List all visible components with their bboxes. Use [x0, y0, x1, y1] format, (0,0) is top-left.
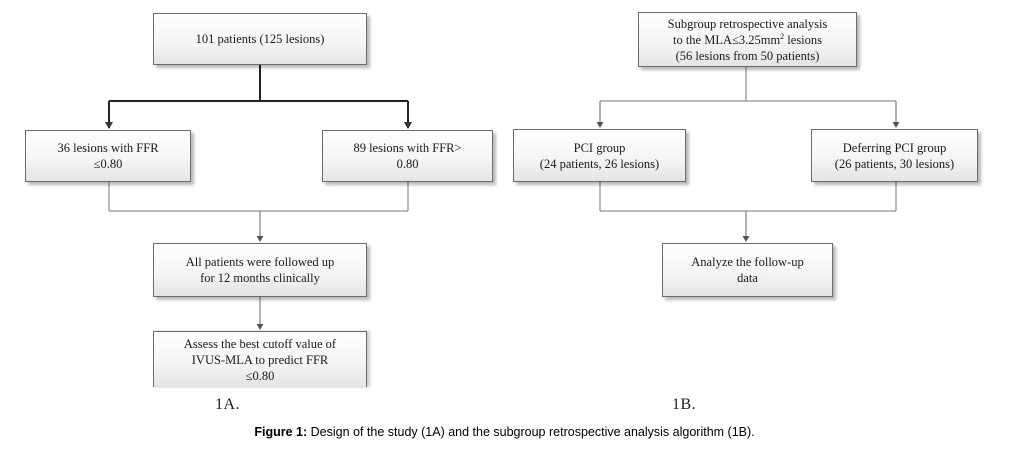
box-b-deferring-line2: (26 patients, 30 lesions): [834, 156, 955, 171]
box-a-ffr-low-line2: ≤0.80: [93, 157, 123, 171]
box-a-assess-line2: IVUS-MLA to predict FFR: [191, 352, 329, 367]
box-a-patients-total: 101 patients (125 lesions): [153, 13, 367, 65]
box-a-ffr-high-line2: 0.80: [396, 157, 419, 171]
box-a-patients-total-text: 101 patients (125 lesions): [195, 32, 325, 46]
figure-caption-prefix: Figure 1:: [254, 425, 308, 439]
box-b-subgroup-line2-sup: 2: [780, 31, 785, 41]
box-b-deferring-pci-group: Deferring PCI group (26 patients, 30 les…: [811, 129, 978, 182]
panel-a-connectors: [105, 65, 412, 330]
box-b-subgroup: Subgroup retrospective analysis to the M…: [638, 12, 857, 67]
box-b-analyze-followup: Analyze the follow-up data: [662, 243, 833, 297]
box-b-subgroup-line1: Subgroup retrospective analysis: [667, 16, 828, 31]
box-b-analyze-line1: Analyze the follow-up: [691, 255, 804, 269]
panel-b-label: 1B.: [672, 396, 697, 413]
box-a-assess-cutoff: Assess the best cutoff value of IVUS-MLA…: [153, 331, 367, 387]
box-a-ffr-low: 36 lesions with FFR ≤0.80: [25, 130, 191, 182]
box-b-subgroup-line3: (56 lesions from 50 patients): [675, 48, 820, 63]
box-a-assess-line1: Assess the best cutoff value of: [183, 336, 337, 351]
box-b-subgroup-line2-suffix: lesions: [784, 32, 823, 47]
box-b-deferring-line1: Deferring PCI group: [842, 140, 947, 155]
panel-a-label: 1A.: [215, 396, 241, 413]
figure-caption: Figure 1: Design of the study (1A) and t…: [0, 425, 1009, 439]
figure-caption-text: Design of the study (1A) and the subgrou…: [307, 425, 755, 439]
box-a-followup-line2: for 12 months clinically: [200, 271, 320, 285]
box-a-ffr-high: 89 lesions with FFR> 0.80: [322, 130, 493, 182]
box-a-followup: All patients were followed up for 12 mon…: [153, 243, 367, 297]
box-b-subgroup-line2-prefix: to the MLA≤3.25mm: [672, 32, 781, 47]
box-b-pci-line1: PCI group: [573, 140, 626, 155]
box-b-subgroup-line2: to the MLA≤3.25mm2 lesions: [673, 32, 822, 48]
box-a-assess-line3: ≤0.80: [245, 368, 275, 383]
box-b-analyze-line2: data: [737, 271, 758, 285]
box-a-ffr-high-line1: 89 lesions with FFR>: [353, 141, 462, 155]
box-b-pci-line2: (24 patients, 26 lesions): [539, 156, 660, 171]
panel-b-connectors: [596, 67, 900, 242]
box-a-ffr-low-line1: 36 lesions with FFR: [57, 141, 159, 155]
box-a-followup-line1: All patients were followed up: [185, 255, 335, 269]
box-b-pci-group: PCI group (24 patients, 26 lesions): [513, 129, 686, 182]
